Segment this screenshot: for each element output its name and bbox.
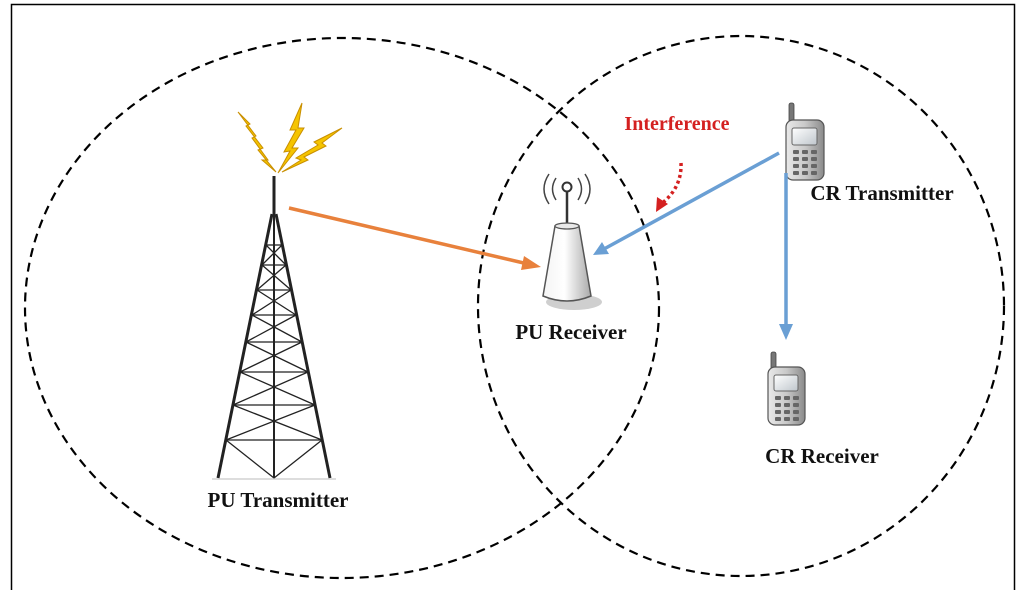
signal-lightning-icon bbox=[237, 102, 343, 174]
cr-receiver-label: CR Receiver bbox=[765, 444, 879, 468]
mobile-phone-icon bbox=[785, 102, 825, 181]
pu-receiver-label: PU Receiver bbox=[515, 320, 626, 344]
cr-to-pu-interference-link-arrow bbox=[593, 151, 780, 255]
cr-transmitter-label: CR Transmitter bbox=[810, 181, 953, 205]
diagram-border bbox=[10, 3, 1016, 595]
pu-transmitter-label: PU Transmitter bbox=[208, 488, 349, 512]
interference-label: Interference bbox=[624, 113, 729, 135]
interference-indicator-arrow bbox=[656, 162, 683, 212]
cognitive-link-arrow bbox=[779, 173, 793, 340]
antenna-receiver-icon bbox=[542, 173, 602, 310]
primary-link-arrow bbox=[288, 206, 541, 270]
cr-receiver-phone bbox=[767, 351, 806, 426]
cr-coverage-circle bbox=[476, 34, 1006, 578]
radio-tower-icon bbox=[212, 102, 343, 480]
mobile-phone-icon bbox=[767, 351, 806, 426]
cr-transmitter-phone bbox=[785, 102, 825, 181]
pu-coverage-circle bbox=[23, 36, 661, 580]
